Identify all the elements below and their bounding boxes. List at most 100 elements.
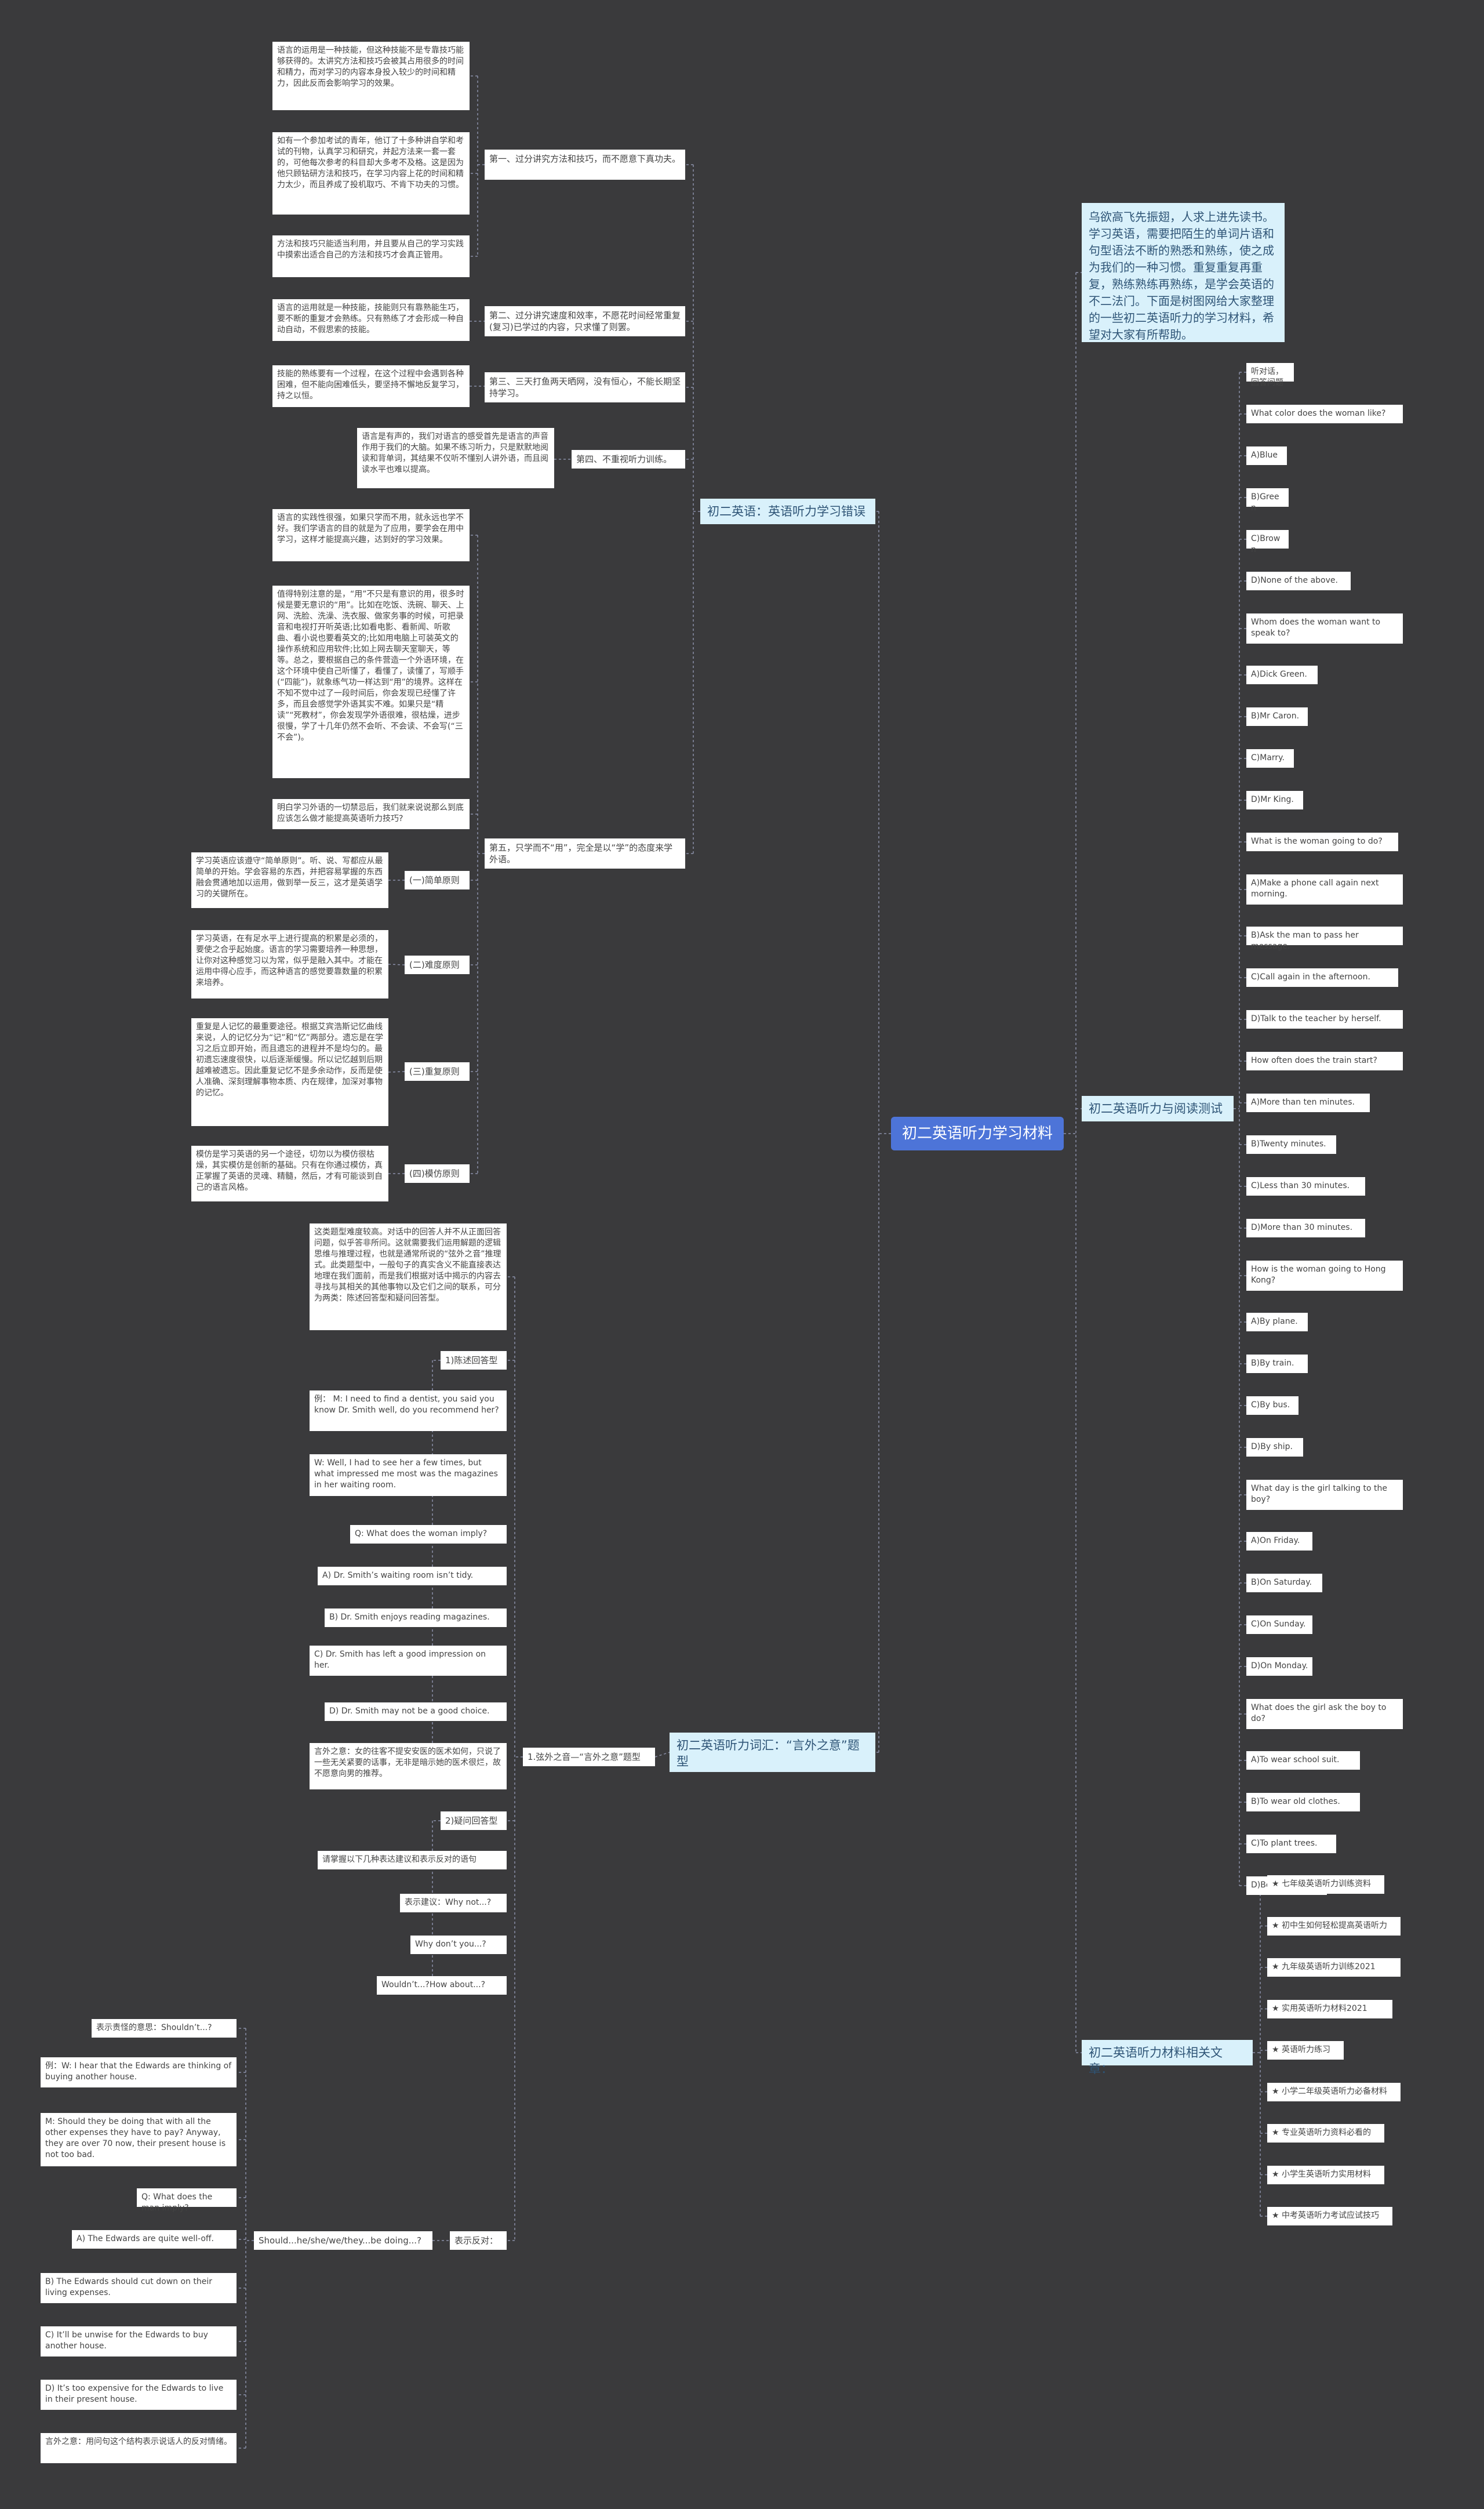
related-article-link[interactable]: ★ 初中生如何轻松提高英语听力 xyxy=(1267,1916,1401,1936)
error-1-note: 方法和技巧只能适当利用，并且要从自己的学习实践中摸索出适合自己的方法和技巧才会真… xyxy=(272,235,470,277)
test-item[interactable]: What day is the girl talking to the boy? xyxy=(1246,1480,1403,1510)
branch-errors[interactable]: 初二英语：英语听力学习错误 xyxy=(700,499,875,524)
test-item[interactable]: What color does the woman like? xyxy=(1246,405,1403,423)
test-item[interactable]: B)To wear old clothes. xyxy=(1246,1793,1361,1811)
related-article-link[interactable]: ★ 中考英语听力考试应试技巧 xyxy=(1267,2207,1392,2225)
test-item[interactable]: C)Marry. xyxy=(1246,749,1294,768)
principle-1-label[interactable]: (一)简单原则 xyxy=(405,871,470,889)
branch-related[interactable]: 初二英语听力材料相关文章： xyxy=(1082,2040,1253,2076)
vocab-s1-item[interactable]: W: Well, I had to see her a few times, b… xyxy=(310,1454,507,1496)
oppose-label[interactable]: 表示反对： xyxy=(450,2231,507,2250)
error-1-note: 如有一个参加考试的青年，他订了十多种讲自学和考试的刊物，认真学习和研究，并起方法… xyxy=(272,132,470,215)
test-item[interactable]: D)By ship. xyxy=(1246,1438,1303,1457)
test-item[interactable]: C)Call again in the afternoon. xyxy=(1246,968,1398,987)
error-5-note: 明白学习外语的一切禁忌后，我们就来说说那么到底应该怎么做才能提高英语听力技巧? xyxy=(272,799,470,829)
vocab-s1-item[interactable]: A) Dr. Smith’s waiting room isn’t tidy. xyxy=(318,1567,507,1585)
branch-test[interactable]: 初二英语听力与阅读测试 xyxy=(1082,1096,1234,1121)
oppose-item[interactable]: A) The Edwards are quite well-off. xyxy=(72,2230,237,2249)
test-item[interactable]: C)On Sunday. xyxy=(1246,1615,1313,1634)
related-article-link[interactable]: ★ 英语听力练习 xyxy=(1267,2041,1344,2060)
vocab-s1-item[interactable]: C) Dr. Smith has left a good impression … xyxy=(310,1646,507,1676)
test-item[interactable]: 听对话，回答问题 xyxy=(1246,363,1294,387)
related-article-link[interactable]: ★ 小学生英语听力实用材料 xyxy=(1267,2165,1384,2184)
test-item[interactable]: A)Dick Green. xyxy=(1246,666,1318,684)
principle-1-note: 学习英语应该遵守“简单原则”。听、说、写都应从最简单的开始。学会容易的东西，并把… xyxy=(191,852,388,908)
connector-line xyxy=(654,1752,670,1758)
principle-3-note: 重复是人记忆的最重要途径。根据艾宾浩斯记忆曲线来说，人的记忆分为“记”和“忆”两… xyxy=(191,1018,388,1126)
vocab-level-1[interactable]: 1.弦外之音—“言外之意”题型 xyxy=(523,1748,655,1766)
test-item[interactable]: A)More than ten minutes. xyxy=(1246,1094,1370,1112)
error-2-label[interactable]: 第二、过分讲究速度和效率，不愿花时间经常重复(复习)已学过的内容，只求懂了则罢。 xyxy=(485,306,685,336)
principle-3-label[interactable]: (三)重复原则 xyxy=(405,1062,470,1081)
test-item[interactable]: A)Blue xyxy=(1246,446,1287,465)
test-item[interactable]: Whom does the woman want to speak to? xyxy=(1246,613,1403,644)
vocab-s2-item[interactable]: 表示建议：Why not...? xyxy=(400,1894,507,1912)
test-item[interactable]: B)Mr Caron. xyxy=(1246,707,1308,726)
vocab-s1-item[interactable]: D) Dr. Smith may not be a good choice. xyxy=(325,1702,507,1721)
related-article-link[interactable]: ★ 实用英语听力材料2021 xyxy=(1267,1999,1392,2018)
oppose-item[interactable]: B) The Edwards should cut down on their … xyxy=(41,2273,237,2303)
test-item[interactable]: A)Make a phone call again next morning. xyxy=(1246,874,1403,905)
related-article-link[interactable]: ★ 小学二年级英语听力必备材料 xyxy=(1267,2082,1401,2101)
test-item[interactable]: D)None of the above. xyxy=(1246,572,1351,590)
test-item[interactable]: What does the girl ask the boy to do? xyxy=(1246,1699,1403,1729)
connector-line xyxy=(388,964,405,965)
oppose-item[interactable]: 表示责怪的意思：Shouldn’t...? xyxy=(92,2019,237,2038)
root-topic[interactable]: 初二英语听力学习材料 xyxy=(891,1117,1064,1150)
test-item[interactable]: C)Less than 30 minutes. xyxy=(1246,1177,1365,1196)
error-1-note: 语言的运用是一种技能，但这种技能不是专靠技巧能够获得的。太讲究方法和技巧会被其占… xyxy=(272,42,470,110)
test-item[interactable]: A)To wear school suit. xyxy=(1246,1751,1361,1770)
test-item[interactable]: B)Green xyxy=(1246,488,1289,513)
error-2-note: 语言的运用就是一种技能，技能则只有靠熟能生巧，要不断的重复才会熟练。只有熟练了才… xyxy=(272,299,470,341)
test-item[interactable]: What is the woman going to do? xyxy=(1246,833,1398,851)
related-article-link[interactable]: ★ 九年级英语听力训练2021 xyxy=(1267,1958,1401,1977)
test-item[interactable]: B)On Saturday. xyxy=(1246,1574,1322,1592)
oppose-item[interactable]: 言外之意：用问句这个结构表示说话人的反对情绪。 xyxy=(41,2433,237,2463)
test-item[interactable]: B)Twenty minutes. xyxy=(1246,1135,1337,1154)
vocab-s2-item[interactable]: Why don’t you...? xyxy=(410,1936,507,1954)
test-item[interactable]: C)Brown xyxy=(1246,530,1289,554)
branch-vocab[interactable]: 初二英语听力词汇：“言外之意”题型 xyxy=(670,1733,875,1772)
related-article-link[interactable]: ★ 七年级英语听力训练资料 xyxy=(1267,1875,1384,1894)
vocab-s1-item[interactable]: B) Dr. Smith enjoys reading magazines. xyxy=(325,1608,507,1627)
vocab-sub-1[interactable]: 1)陈述回答型 xyxy=(441,1351,507,1370)
error-4-note: 语言是有声的，我们对语言的感受首先是语言的声音作用于我们的大脑。如果不练习听力，… xyxy=(357,428,554,488)
vocab-s2-item[interactable]: Wouldn’t...?How about...? xyxy=(377,1976,507,1995)
vocab-s2-item[interactable]: 请掌握以下几种表达建议和表示反对的语句 xyxy=(318,1851,507,1869)
test-item[interactable]: D)More than 30 minutes. xyxy=(1246,1219,1365,1237)
principle-4-note: 模仿是学习英语的另一个途径，切勿以为模仿很枯燥，其实模仿是创新的基础。只有在你通… xyxy=(191,1146,388,1201)
test-item[interactable]: D)Talk to the teacher by herself. xyxy=(1246,1010,1403,1029)
test-item[interactable]: B)By train. xyxy=(1246,1355,1308,1373)
vocab-s1-item[interactable]: 言外之意：女的往客不提安安医的医术如何，只说了一些无关紧要的话事，无非是暗示她的… xyxy=(310,1743,507,1789)
test-item[interactable]: A)On Friday. xyxy=(1246,1532,1313,1551)
test-item[interactable]: D)On Monday. xyxy=(1246,1657,1313,1676)
test-item[interactable]: How often does the train start? xyxy=(1246,1052,1403,1070)
error-5-label[interactable]: 第五，只学而不“用”，完全是以“学”的态度来学外语。 xyxy=(485,838,685,869)
oppose-item[interactable]: Q: What does the man imply? xyxy=(137,2188,237,2213)
oppose-item[interactable]: M: Should they be doing that with all th… xyxy=(41,2113,237,2166)
oppose-item[interactable]: C) It’ll be unwise for the Edwards to bu… xyxy=(41,2326,237,2357)
oppose-item[interactable]: D) It’s too expensive for the Edwards to… xyxy=(41,2380,237,2410)
error-5-note: 值得特别注意的是，“用”不只是有意识的用，很多时候是要无意识的“用”。比如在吃饭… xyxy=(272,586,470,778)
vocab-s1-item[interactable]: 例： M: I need to find a dentist, you said… xyxy=(310,1390,507,1431)
principle-2-label[interactable]: (二)难度原则 xyxy=(405,956,470,974)
oppose-sub[interactable]: Should...he/she/we/they...be doing...? xyxy=(254,2231,432,2250)
test-item[interactable]: How is the woman going to Hong Kong? xyxy=(1246,1261,1403,1291)
error-3-note: 技能的熟练要有一个过程，在这个过程中会遇到各种困难，但不能向困难低头，要坚持不懈… xyxy=(272,365,470,407)
test-item[interactable]: B)Ask the man to pass her message. xyxy=(1246,927,1403,951)
test-item[interactable]: D)Mr King. xyxy=(1246,791,1303,809)
test-item[interactable]: A)By plane. xyxy=(1246,1313,1308,1331)
test-item[interactable]: C)To plant trees. xyxy=(1246,1835,1337,1853)
vocab-s1-item[interactable]: Q: What does the woman imply? xyxy=(350,1525,507,1544)
oppose-item[interactable]: 例：W: I hear that the Edwards are thinkin… xyxy=(41,2057,237,2087)
principle-2-note: 学习英语，在有足水平上进行提高的积累是必须的，要使之合乎起始度。语言的学习需要培… xyxy=(191,930,388,998)
related-article-link[interactable]: ★ 专业英语听力资料必看的 xyxy=(1267,2124,1384,2143)
vocab-sub-2[interactable]: 2)疑问回答型 xyxy=(441,1811,507,1830)
error-1-label[interactable]: 第一、过分讲究方法和技巧，而不愿意下真功夫。 xyxy=(485,150,685,180)
test-item[interactable]: C)By bus. xyxy=(1246,1396,1298,1415)
error-4-label[interactable]: 第四、不重视听力训练。 xyxy=(572,450,685,469)
principle-4-label[interactable]: (四)模仿原则 xyxy=(405,1164,470,1183)
error-3-label[interactable]: 第三、三天打鱼两天晒网，没有恒心，不能长期坚持学习。 xyxy=(485,372,685,402)
intro-paragraph: 乌欲高飞先振翅，人求上进先读书。学习英语，需要把陌生的单词片语和句型语法不断的熟… xyxy=(1082,203,1285,342)
error-5-note: 语言的实践性很强，如果只学而不用，就永远也学不好。我们学语言的目的就是为了应用，… xyxy=(272,509,470,561)
